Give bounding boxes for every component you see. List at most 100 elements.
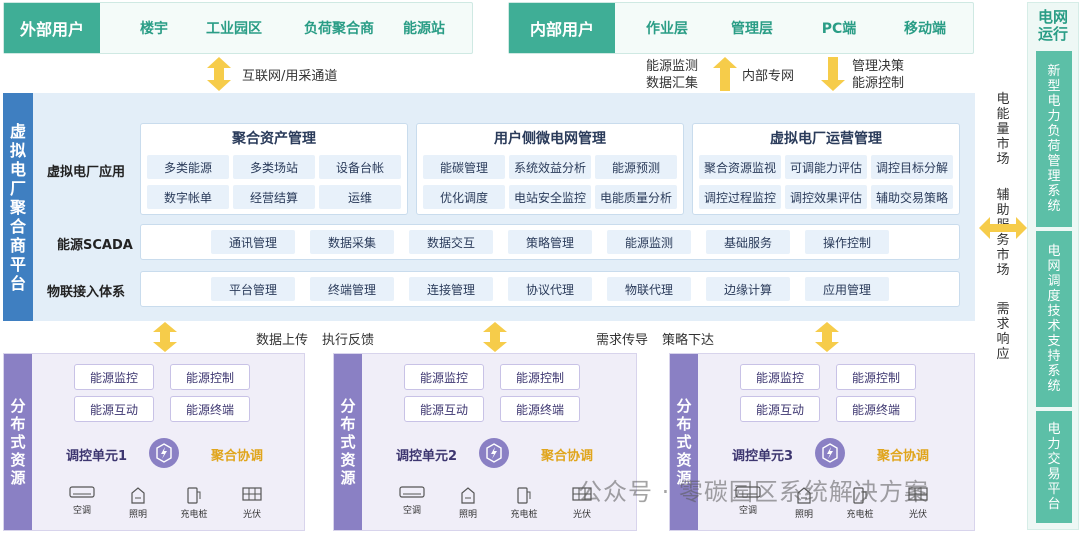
pv-icon <box>898 486 938 504</box>
internal-user-management-layer: 管理层 <box>731 21 773 37</box>
resource-btn-energy-monitor: 能源监控 <box>404 364 484 390</box>
resource-side-title: 分布式资源 <box>670 354 698 530</box>
aggregate-coordination-label: 聚合协调 <box>541 449 594 464</box>
watermark: 公众号 · 零碳园区系统解决方案 <box>578 478 929 506</box>
hub-icon <box>149 438 179 468</box>
iot-terminal-management: 终端管理 <box>310 277 394 301</box>
market-demand-response: 需求响应 <box>994 302 1012 362</box>
charging-pile-icon <box>174 486 214 504</box>
scada-data-acquisition: 数据采集 <box>310 230 394 254</box>
panel-title-microgrid-management: 用户侧微电网管理 <box>494 131 606 147</box>
lighting-icon <box>448 486 488 504</box>
device-label: 空调 <box>402 506 421 516</box>
internet-link-arrow <box>207 57 231 91</box>
row-label-iot-access: 物联接入体系 <box>47 285 126 300</box>
cell-energy-carbon: 能碳管理 <box>423 155 505 179</box>
scada-strategy-management: 策略管理 <box>508 230 592 254</box>
private-network-label: 内部专网 <box>742 69 795 84</box>
energy-monitoring-label: 能源监测数据汇集 <box>646 58 698 92</box>
iot-protocol-proxy: 协议代理 <box>508 277 592 301</box>
scada-operation-control: 操作控制 <box>805 230 889 254</box>
grid-operation-title-text: 电网运行 <box>1037 8 1068 43</box>
cell-station-safety: 电站安全监控 <box>509 185 591 209</box>
cell-optimal-dispatch: 优化调度 <box>423 185 505 209</box>
panel-title-asset-management: 聚合资产管理 <box>232 131 316 147</box>
resource-side-title-text: 分布式资源 <box>676 397 692 487</box>
device-ac: 空调 <box>392 486 432 516</box>
market-link-arrow <box>979 217 1027 239</box>
device-charging-pile: 充电桩 <box>840 486 880 520</box>
private-network-arrow <box>713 57 737 91</box>
mdl-line-0: 管理决策 <box>852 59 905 74</box>
cell-multi-station: 多类场站 <box>233 155 315 179</box>
panel-microgrid-management: 用户侧微电网管理 能碳管理 系统效益分析 能源预测 优化调度 电站安全监控 电能… <box>416 123 684 215</box>
external-user-load-aggregator: 负荷聚合商 <box>304 21 374 37</box>
iot-platform-management: 平台管理 <box>211 277 295 301</box>
resource-btn-energy-control: 能源控制 <box>836 364 916 390</box>
bottom-arrow-3 <box>815 322 839 352</box>
eml-line-0: 能源监测 <box>646 59 699 74</box>
device-lighting: 照明 <box>448 486 488 520</box>
device-label: 照明 <box>458 510 477 520</box>
cell-trade-strategy: 辅助交易策略 <box>871 185 953 209</box>
resource-btn-energy-terminal: 能源终端 <box>836 396 916 422</box>
device-label: 充电桩 <box>510 510 538 520</box>
cell-settlement: 经营结算 <box>233 185 315 209</box>
device-label: 照明 <box>794 510 813 520</box>
vpp-aggregator-platform: 虚拟电厂聚合商平台 虚拟电厂应用 能源SCADA 物联接入体系 聚合资产管理 多… <box>3 93 975 321</box>
resource-side-title-text: 分布式资源 <box>340 397 356 487</box>
market-energy: 电能量市场 <box>994 92 1012 167</box>
cell-resource-monitor: 聚合资源监视 <box>699 155 781 179</box>
cell-device-ledger: 设备台帐 <box>319 155 401 179</box>
cell-energy-forecast: 能源预测 <box>595 155 677 179</box>
cell-maintenance: 运维 <box>319 185 401 209</box>
device-label: 光伏 <box>242 510 261 520</box>
cell-power-quality: 电能质量分析 <box>595 185 677 209</box>
iot-strip: 平台管理 终端管理 连接管理 协议代理 物联代理 边缘计算 应用管理 <box>140 271 960 307</box>
grid-box-trading-platform: 电力交易平台 <box>1036 411 1072 523</box>
internet-link-label: 互联网/用采通道 <box>242 69 338 84</box>
hub-icon <box>479 438 509 468</box>
platform-side-title: 虚拟电厂聚合商平台 <box>3 93 33 321</box>
external-user-industrial-park: 工业园区 <box>206 21 262 37</box>
resource-btn-energy-monitor: 能源监控 <box>740 364 820 390</box>
device-label: 照明 <box>128 510 147 520</box>
strategy-issuance-label: 策略下达 <box>662 333 715 348</box>
data-upload-label: 数据上传 <box>256 333 309 348</box>
resource-btn-energy-interaction: 能源互动 <box>74 396 154 422</box>
external-users-head: 外部用户 <box>4 3 100 53</box>
resource-btn-energy-control: 能源控制 <box>170 364 250 390</box>
pv-icon <box>562 486 602 504</box>
resource-btn-energy-interaction: 能源互动 <box>740 396 820 422</box>
cell-benefit-analysis: 系统效益分析 <box>509 155 591 179</box>
grid-operation-title: 电网运行 <box>1028 9 1078 43</box>
market-demand-response-text: 需求响应 <box>996 302 1010 362</box>
grid-box-load-management-text: 新型电力负荷管理系统 <box>1047 64 1061 214</box>
device-label: 空调 <box>72 506 91 516</box>
iot-edge-computing: 边缘计算 <box>706 277 790 301</box>
scada-basic-service: 基础服务 <box>706 230 790 254</box>
iot-proxy: 物联代理 <box>607 277 691 301</box>
cell-digital-bill: 数字帐单 <box>147 185 229 209</box>
management-decision-arrow <box>821 57 845 91</box>
management-decision-label: 管理决策能源控制 <box>852 58 904 92</box>
aggregate-coordination-label: 聚合协调 <box>877 449 930 464</box>
resource-btn-energy-interaction: 能源互动 <box>404 396 484 422</box>
bottom-arrow-2 <box>483 322 507 352</box>
device-pv: 光伏 <box>898 486 938 520</box>
resource-btn-energy-terminal: 能源终端 <box>170 396 250 422</box>
panel-asset-management: 聚合资产管理 多类能源 多类场站 设备台帐 数字帐单 经营结算 运维 <box>140 123 408 215</box>
charging-pile-icon <box>840 486 880 504</box>
row-label-vpp-application: 虚拟电厂应用 <box>47 165 126 180</box>
panel-title-vpp-operation: 虚拟电厂运营管理 <box>770 131 882 147</box>
internal-user-operation-layer: 作业层 <box>646 21 688 37</box>
resource-btn-energy-terminal: 能源终端 <box>500 396 580 422</box>
mdl-line-1: 能源控制 <box>852 76 905 91</box>
scada-strip: 通讯管理 数据采集 数据交互 策略管理 能源监测 基础服务 操作控制 <box>140 224 960 260</box>
grid-box-dispatch-support: 电网调度技术支持系统 <box>1036 231 1072 407</box>
lighting-icon <box>784 486 824 504</box>
iot-connection-management: 连接管理 <box>409 277 493 301</box>
external-user-building: 楼宇 <box>140 21 168 37</box>
iot-application-management: 应用管理 <box>805 277 889 301</box>
